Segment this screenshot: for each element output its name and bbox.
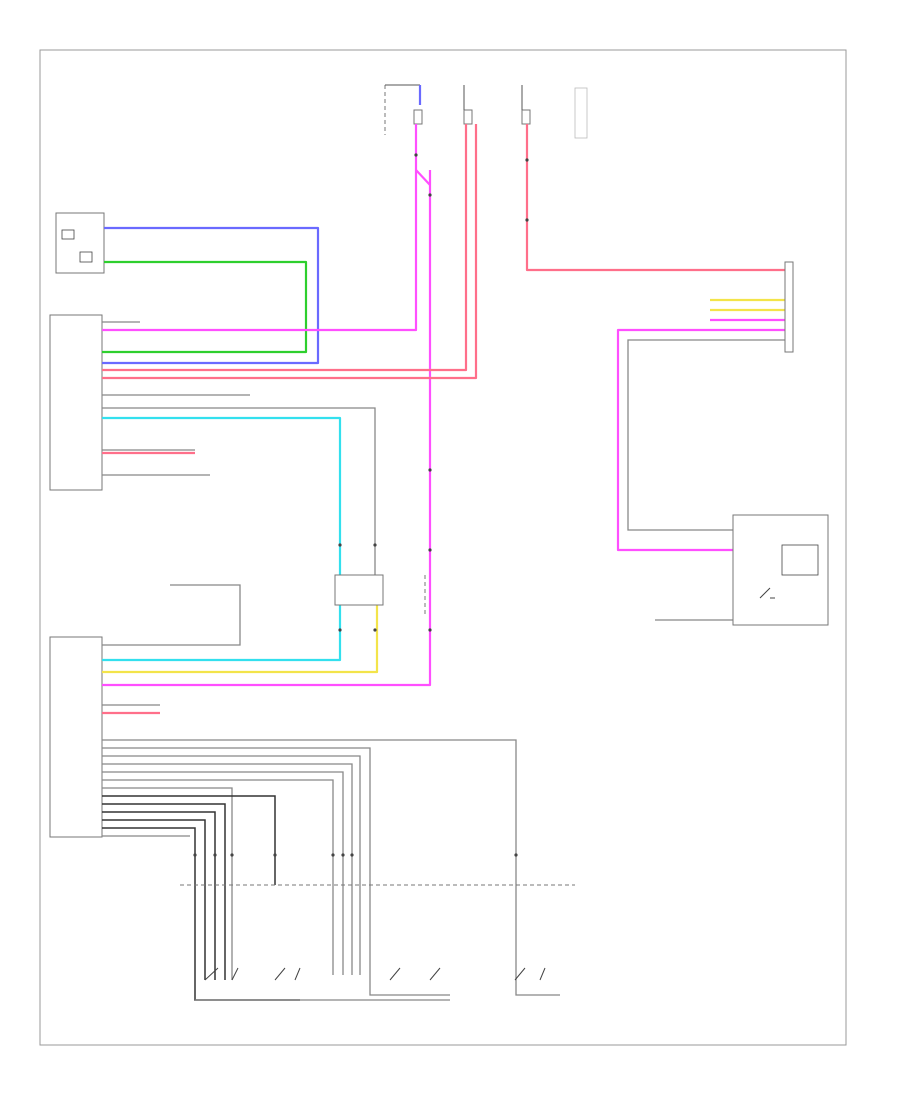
top-power-sources — [384, 84, 588, 139]
ground-bus — [180, 884, 575, 1001]
right-module — [732, 261, 829, 626]
top-left-switch-box — [55, 212, 105, 274]
fuse-icon — [521, 109, 531, 125]
fuse-icon — [413, 109, 423, 125]
connectors — [193, 153, 529, 857]
lower-left-module — [49, 636, 103, 838]
wires — [102, 85, 785, 1001]
mid-relay — [334, 574, 426, 615]
upper-left-module — [49, 314, 103, 491]
switch-icon — [732, 514, 829, 626]
diagram-frame — [39, 49, 847, 1046]
fuse-icon — [463, 109, 473, 125]
